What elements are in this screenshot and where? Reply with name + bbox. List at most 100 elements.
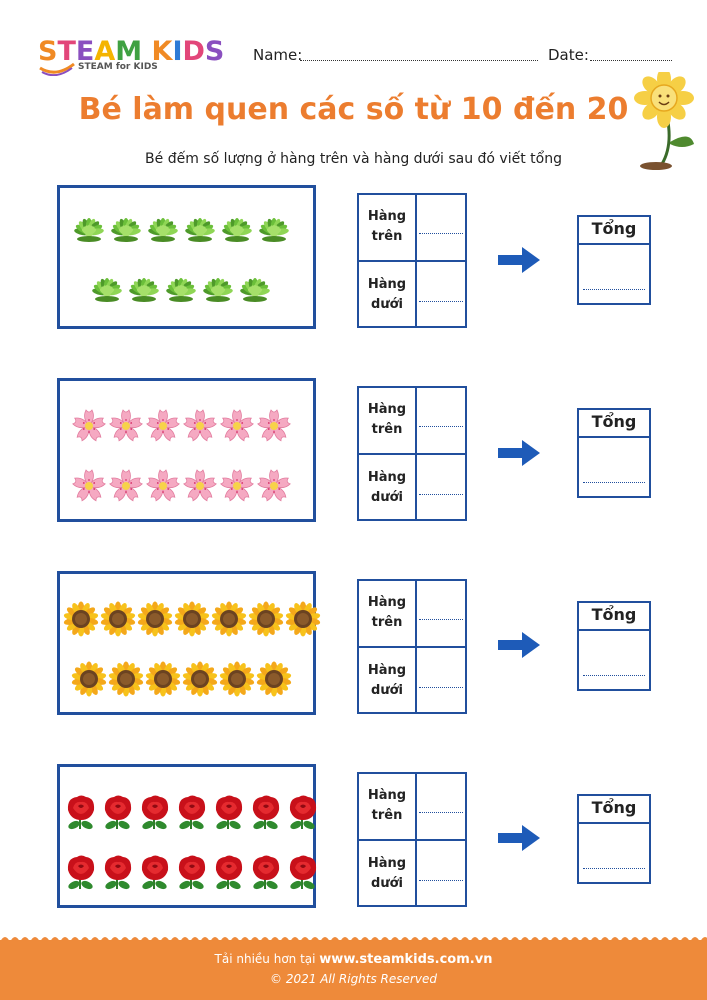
pink-flower-icon xyxy=(144,467,181,504)
green-chrysanthemum-icon xyxy=(107,214,144,251)
bottom-row-label: Hàng dưới xyxy=(359,468,415,508)
top-row-answer-field[interactable] xyxy=(419,233,463,234)
red-rose-icon xyxy=(99,853,136,890)
red-rose-icon xyxy=(247,853,284,890)
flower-picture-box xyxy=(57,764,316,908)
green-chrysanthemum-icon xyxy=(70,214,107,251)
pink-flower-icon xyxy=(255,407,292,444)
sum-answer-field[interactable] xyxy=(583,289,645,290)
sum-divider xyxy=(579,629,649,631)
bottom-row-label-line1: Hàng xyxy=(367,470,407,485)
footer: Tải nhiều hơn tại www.steamkids.com.vn ©… xyxy=(0,937,707,1000)
sum-box: Tổng xyxy=(577,215,651,305)
date-label: Date: xyxy=(548,46,589,64)
bottom-row-answer-field[interactable] xyxy=(419,301,463,302)
table-divider-horizontal xyxy=(359,453,465,455)
page-title: Bé làm quen các số từ 10 đến 20 xyxy=(78,92,629,127)
name-field[interactable] xyxy=(300,60,538,61)
sunflower-icon xyxy=(136,600,173,637)
pink-flower-icon xyxy=(107,467,144,504)
table-divider-horizontal xyxy=(359,646,465,648)
sum-answer-field[interactable] xyxy=(583,868,645,869)
date-field[interactable] xyxy=(590,60,672,61)
right-arrow-icon xyxy=(498,825,540,851)
pink-flower-icon xyxy=(218,407,255,444)
red-rose-icon xyxy=(136,853,173,890)
table-divider-horizontal xyxy=(359,260,465,262)
footer-website-line: Tải nhiều hơn tại www.steamkids.com.vn xyxy=(0,952,707,967)
pink-flower-icon xyxy=(107,407,144,444)
green-chrysanthemum-icon xyxy=(125,274,162,311)
green-chrysanthemum-icon xyxy=(218,214,255,251)
sunflower-icon xyxy=(247,600,284,637)
footer-website-link[interactable]: www.steamkids.com.vn xyxy=(319,952,493,967)
bottom-row-answer-field[interactable] xyxy=(419,880,463,881)
flower-row-bottom xyxy=(70,660,292,697)
pink-flower-icon xyxy=(255,467,292,504)
flower-picture-box xyxy=(57,185,316,329)
sunflower-icon xyxy=(218,660,255,697)
flower-row-top xyxy=(70,214,292,251)
bottom-row-answer-field[interactable] xyxy=(419,494,463,495)
sunflower-icon xyxy=(181,660,218,697)
flower-row-bottom xyxy=(70,467,292,504)
name-label: Name: xyxy=(253,46,303,64)
green-chrysanthemum-icon xyxy=(236,274,273,311)
pink-flower-icon xyxy=(181,467,218,504)
top-row-label: Hàng trên xyxy=(359,786,415,826)
logo-subtitle: STEAM for KIDS xyxy=(78,62,158,72)
flower-picture-box xyxy=(57,378,316,522)
bottom-row-label-line1: Hàng xyxy=(367,856,407,871)
bottom-row-label-line2: dưới xyxy=(371,876,403,891)
top-row-label-line2: trên xyxy=(371,229,403,244)
table-divider-vertical xyxy=(415,581,417,712)
bottom-row-label-line2: dưới xyxy=(371,297,403,312)
sum-label: Tổng xyxy=(591,219,637,238)
pink-flower-icon xyxy=(70,467,107,504)
pink-flower-icon xyxy=(181,407,218,444)
instruction-text: Bé đếm số lượng ở hàng trên và hàng dưới… xyxy=(145,151,562,167)
top-row-label: Hàng trên xyxy=(359,207,415,247)
top-row-answer-field[interactable] xyxy=(419,619,463,620)
footer-more-text: Tải nhiều hơn tại xyxy=(214,952,320,966)
red-rose-icon xyxy=(99,793,136,830)
sum-label: Tổng xyxy=(591,412,637,431)
sum-divider xyxy=(579,243,649,245)
bottom-row-label: Hàng dưới xyxy=(359,854,415,894)
sum-answer-field[interactable] xyxy=(583,675,645,676)
top-row-answer-field[interactable] xyxy=(419,812,463,813)
table-divider-vertical xyxy=(415,195,417,326)
green-chrysanthemum-icon xyxy=(181,214,218,251)
red-rose-icon xyxy=(136,793,173,830)
flower-row-top xyxy=(70,407,292,444)
top-row-label-line1: Hàng xyxy=(367,209,407,224)
sum-label: Tổng xyxy=(591,605,637,624)
top-row-label-line2: trên xyxy=(371,422,403,437)
top-row-label-line2: trên xyxy=(371,808,403,823)
sunflower-icon xyxy=(210,600,247,637)
sunflower-icon xyxy=(99,600,136,637)
red-rose-icon xyxy=(173,793,210,830)
pink-flower-icon xyxy=(70,407,107,444)
sunflower-icon xyxy=(107,660,144,697)
top-row-label-line1: Hàng xyxy=(367,788,407,803)
bottom-row-answer-field[interactable] xyxy=(419,687,463,688)
sum-answer-field[interactable] xyxy=(583,482,645,483)
top-row-answer-field[interactable] xyxy=(419,426,463,427)
flower-row-bottom xyxy=(62,853,321,890)
green-chrysanthemum-icon xyxy=(199,274,236,311)
bottom-row-label-line2: dưới xyxy=(371,683,403,698)
red-rose-icon xyxy=(210,853,247,890)
red-rose-icon xyxy=(284,793,321,830)
red-rose-icon xyxy=(284,853,321,890)
green-chrysanthemum-icon xyxy=(88,274,125,311)
table-divider-horizontal xyxy=(359,839,465,841)
table-divider-vertical xyxy=(415,774,417,905)
bottom-row-label-line2: dưới xyxy=(371,490,403,505)
flower-row-top xyxy=(62,793,321,830)
